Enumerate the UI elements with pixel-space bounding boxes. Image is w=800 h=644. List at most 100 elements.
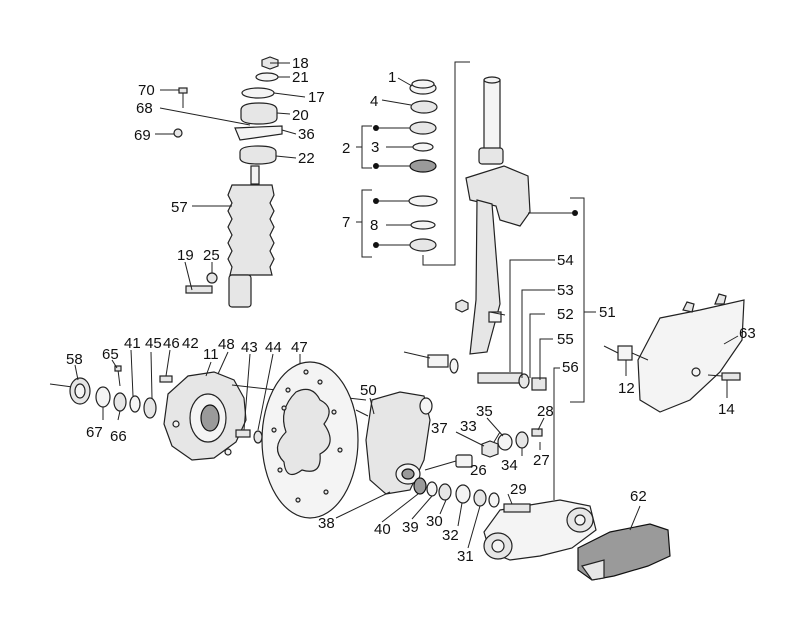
callout-label: 17 xyxy=(308,89,325,106)
bearing-ring-part xyxy=(408,195,438,207)
callout-label: 57 xyxy=(171,199,188,216)
callout-label: 70 xyxy=(138,82,155,99)
callout-label: 12 xyxy=(618,380,635,397)
washer-part xyxy=(497,433,513,451)
nut-part xyxy=(455,299,469,313)
bearing-ring-part xyxy=(411,79,435,89)
seal-part xyxy=(143,397,157,419)
callout-label: 52 xyxy=(557,306,574,323)
mudguard-hole-part xyxy=(691,367,701,377)
shock-body-part xyxy=(228,274,252,308)
column-collar-part xyxy=(478,147,504,165)
callout-label: 25 xyxy=(203,247,220,264)
bushing-part xyxy=(531,377,547,391)
group-brackets xyxy=(356,61,470,266)
callout-label: 33 xyxy=(460,418,477,435)
washer-part xyxy=(449,358,459,374)
callout-label: 68 xyxy=(136,100,153,117)
mudguard-group xyxy=(603,293,745,413)
hub-stud-part xyxy=(172,420,180,428)
callout-label: 2 xyxy=(342,140,350,157)
shock-absorber-group xyxy=(173,56,283,308)
callout-label: 55 xyxy=(557,331,574,348)
cover-edge-part xyxy=(581,559,605,581)
screw-part xyxy=(114,365,122,372)
column-tube-part xyxy=(483,79,501,151)
callout-label: 43 xyxy=(241,339,258,356)
hub-nut-inner xyxy=(74,383,86,399)
callout-label: 34 xyxy=(501,457,518,474)
pivot-pins xyxy=(424,417,545,471)
callout-label: 21 xyxy=(292,69,309,86)
callout-label: 28 xyxy=(537,403,554,420)
callout-label: 50 xyxy=(360,382,377,399)
seal-part xyxy=(518,373,530,389)
callout-label: 51 xyxy=(599,304,616,321)
callout-label: 29 xyxy=(510,481,527,498)
callout-label: 35 xyxy=(476,403,493,420)
seal-ring-part xyxy=(410,100,438,114)
callout-label: 54 xyxy=(557,252,574,269)
callout-labels: 1 2 3 4 7 8 11 12 14 17 18 19 20 21 22 2… xyxy=(66,55,756,565)
spacer-ring-part xyxy=(412,142,434,152)
callout-label: 56 xyxy=(562,359,579,376)
spacer-ring-part xyxy=(410,220,436,230)
caliper-boss-part xyxy=(419,397,433,415)
bearing-ring-part xyxy=(409,121,437,135)
callout-label: 62 xyxy=(630,488,647,505)
seal-part xyxy=(473,489,487,507)
spacer-part xyxy=(129,395,141,413)
callout-label: 30 xyxy=(426,513,443,530)
brake-disc xyxy=(261,354,359,519)
bearing-ring-part xyxy=(409,238,437,252)
callout-label: 58 xyxy=(66,351,83,368)
clip-part xyxy=(617,345,633,361)
callout-label: 32 xyxy=(442,527,459,544)
hub-bore-inner xyxy=(200,404,220,432)
callout-label: 3 xyxy=(371,139,379,156)
callout-label: 65 xyxy=(102,346,119,363)
callout-label: 20 xyxy=(292,107,309,124)
fork-leg-part xyxy=(469,199,501,355)
shock-rod-part xyxy=(250,165,260,185)
callout-label: 31 xyxy=(457,548,474,565)
callout-label: 4 xyxy=(370,93,378,110)
axle-clamp-part xyxy=(488,311,502,323)
callout-label: 44 xyxy=(265,339,282,356)
callout-label: 40 xyxy=(374,521,391,538)
brake-caliper xyxy=(355,391,433,495)
screw-part xyxy=(721,372,741,381)
pin-part xyxy=(503,503,531,513)
swing-arm-eye-inner xyxy=(491,539,505,553)
callout-label: 8 xyxy=(370,217,378,234)
callout-label: 22 xyxy=(298,150,315,167)
swing-arm xyxy=(483,367,597,561)
callout-label: 19 xyxy=(177,247,194,264)
steering-column xyxy=(403,76,547,391)
callout-label: 47 xyxy=(291,339,308,356)
shock-leaders xyxy=(155,62,306,291)
bearing-part xyxy=(113,392,127,412)
column-top-part xyxy=(483,76,501,84)
callout-label: 48 xyxy=(218,336,235,353)
spacer-part xyxy=(455,484,471,504)
swing-arm-cover xyxy=(577,505,671,581)
callout-label: 1 xyxy=(388,69,396,86)
bearing-ring-part xyxy=(409,159,437,173)
mudguard-tab-part xyxy=(682,301,695,313)
bearing-part xyxy=(438,483,452,501)
callout-label: 38 xyxy=(318,515,335,532)
callout-label: 7 xyxy=(342,214,350,231)
seal-part xyxy=(413,477,427,495)
bracket-part xyxy=(234,125,283,141)
column-leaders xyxy=(489,197,596,403)
callout-label: 37 xyxy=(431,420,448,437)
nut-part xyxy=(173,128,183,138)
hub-stud-part xyxy=(224,448,232,456)
axle-pin-part xyxy=(477,372,523,384)
washer-part xyxy=(488,492,500,508)
callout-label: 66 xyxy=(110,428,127,445)
bellows-part xyxy=(227,184,275,276)
mudguard-part xyxy=(637,299,745,413)
callout-label: 18 xyxy=(292,55,309,72)
